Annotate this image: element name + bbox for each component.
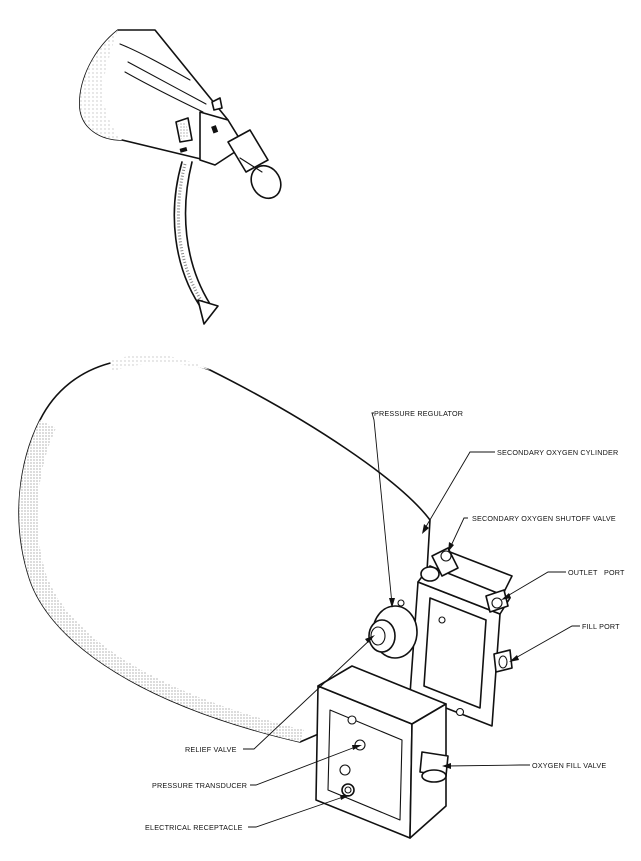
curved-pointer-arrow [173,161,219,325]
label-outlet-port: OUTLET PORT [568,568,625,577]
valve-assembly-illustration [315,547,513,839]
label-pressure-transducer: PRESSURE TRANSDUCER [152,781,247,790]
label-secondary-oxygen-shutoff-valve: SECONDARY OXYGEN SHUTOFF VALVE [472,514,616,523]
label-electrical-receptacle: ELECTRICAL RECEPTACLE [145,823,243,832]
callout-labels: PRESSURE REGULATOR SECONDARY OXYGEN CYLI… [145,409,625,832]
leader-lines [243,412,580,828]
label-relief-valve: RELIEF VALVE [185,745,237,754]
spacecraft-illustration [79,29,282,200]
label-fill-port: FILL PORT [582,622,620,631]
label-oxygen-fill-valve: OXYGEN FILL VALVE [532,761,606,770]
label-secondary-oxygen-cylinder: SECONDARY OXYGEN CYLINDER [497,448,618,457]
label-pressure-regulator: PRESSURE REGULATOR [374,409,463,418]
